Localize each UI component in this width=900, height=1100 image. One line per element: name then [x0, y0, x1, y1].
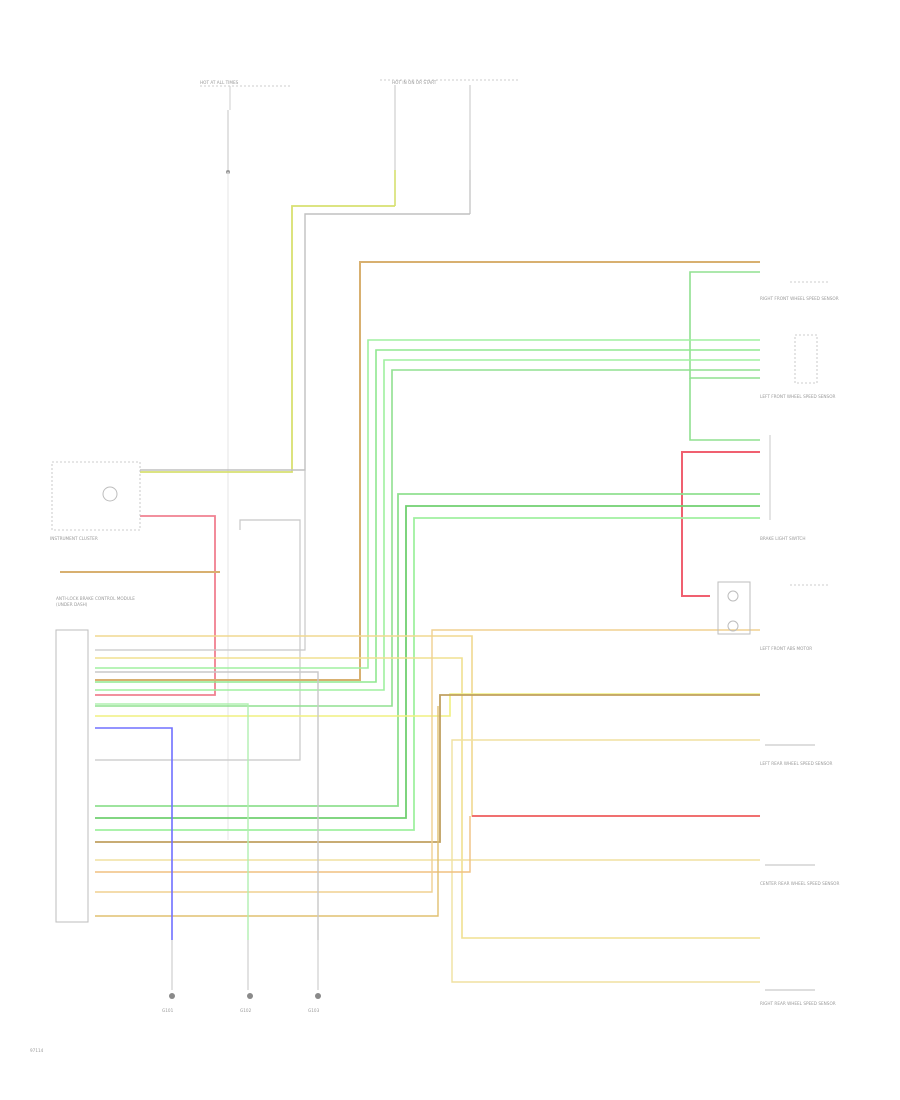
right-rear-label: RIGHT REAR WHEEL SPEED SENSOR [760, 1001, 836, 1006]
brake-switch-label: BRAKE LIGHT SWITCH [760, 536, 805, 541]
motor-icon [727, 620, 739, 632]
instrument-cluster: INSTRUMENT CLUSTER [50, 461, 141, 541]
ground-icon [169, 993, 175, 999]
abs-module-label: ANTI-LOCK BRAKE CONTROL MODULE [56, 596, 135, 601]
top-power-sources: HOT AT ALL TIMES HOT IN ON OR START [200, 79, 520, 840]
right-components: RIGHT FRONT WHEEL SPEED SENSOR LEFT FRON… [717, 281, 839, 1006]
center-rear-label: CENTER REAR WHEEL SPEED SENSOR [760, 881, 839, 886]
left-sensor-label: LEFT FRONT WHEEL SPEED SENSOR [760, 394, 836, 399]
abs-control-module: ANTI-LOCK BRAKE CONTROL MODULE (UNDER DA… [55, 571, 220, 923]
ground-icon [315, 993, 321, 999]
wire-group-right [95, 261, 760, 831]
indicator-bulb-icon [102, 486, 118, 502]
ground-2-label: G102 [240, 1008, 252, 1013]
wire-group-power [95, 205, 470, 761]
cluster-label: INSTRUMENT CLUSTER [50, 536, 98, 541]
left-motor-label: LEFT FRONT ABS MOTOR [760, 646, 812, 651]
grounds: G101 G102 G103 [162, 940, 321, 1013]
abs-module-sub: (UNDER DASH) [56, 602, 88, 607]
ground-3-label: G103 [308, 1008, 320, 1013]
fuse-left-label: HOT AT ALL TIMES [200, 80, 239, 85]
ground-icon [247, 993, 253, 999]
abs-motor-box [717, 581, 751, 635]
footer-code: 97114 [30, 1048, 44, 1053]
fuse-right-label: HOT IN ON OR START [392, 80, 437, 85]
right-sensor-label: RIGHT FRONT WHEEL SPEED SENSOR [760, 296, 839, 301]
wire-group-lower [95, 629, 760, 983]
ground-1-label: G101 [162, 1008, 174, 1013]
motor-icon [727, 590, 739, 602]
left-rear-label: LEFT REAR WHEEL SPEED SENSOR [760, 761, 833, 766]
